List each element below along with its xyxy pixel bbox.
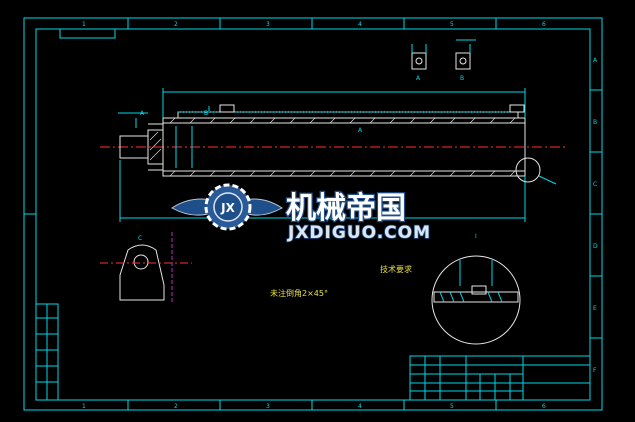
zone-label-bottom: 1 — [82, 403, 86, 410]
zone-label-right: A — [593, 57, 598, 64]
section-markers: A B A — [135, 106, 363, 134]
watermark-brand-cn: 机械帝国 — [286, 191, 406, 226]
tech-requirements-title: 技术要求 — [380, 264, 412, 274]
watermark-brand-en: JXDIGUO.COM — [287, 223, 431, 243]
zone-label-top: 5 — [450, 21, 454, 28]
zone-label-top: 2 — [174, 21, 178, 28]
zone-ticks-bottom — [127, 400, 497, 410]
detail-mark-label: I — [475, 233, 477, 240]
code-box — [59, 28, 116, 39]
detail-view-i: I — [431, 233, 521, 345]
zone-label-bottom: 6 — [542, 403, 546, 410]
section-b-label: B — [460, 75, 464, 82]
section-view-c: C — [100, 232, 192, 302]
left-side-strip — [35, 303, 59, 401]
section-hatching — [149, 117, 516, 177]
section-view-a: A — [411, 44, 427, 82]
zone-label-bottom: 5 — [450, 403, 454, 410]
zone-label-right: C — [593, 181, 597, 188]
section-c-label: C — [138, 235, 142, 242]
detail-circle-marker — [515, 157, 541, 183]
zone-label-top: 4 — [358, 21, 362, 28]
section-mark-center: A — [358, 127, 363, 134]
watermark-logo: JX — [171, 183, 283, 231]
section-mark-a: A — [140, 110, 145, 117]
zone-label-top: 3 — [266, 21, 270, 28]
zone-labels-top: 1 2 3 4 5 6 — [82, 21, 546, 28]
section-view-b: B — [455, 39, 476, 82]
zone-label-right: F — [593, 367, 597, 374]
zone-labels-bottom: 1 2 3 4 5 6 — [82, 403, 546, 410]
section-a-label: A — [416, 75, 421, 82]
chamfer-note: 未注倒角2×45° — [270, 288, 328, 298]
zone-ticks-top — [127, 18, 497, 29]
zone-label-top: 1 — [82, 21, 86, 28]
title-block — [409, 355, 591, 401]
zone-label-bottom: 2 — [174, 403, 178, 410]
zone-labels-right: A B C D E F — [593, 57, 598, 374]
zone-label-right: B — [593, 119, 597, 126]
badge-text: JX — [220, 201, 235, 215]
zone-label-bottom: 4 — [358, 403, 362, 410]
zone-label-right: E — [593, 305, 597, 312]
detail-leader — [538, 175, 557, 185]
cylinder-tube-view — [119, 104, 526, 177]
zone-label-top: 6 — [542, 21, 546, 28]
zone-label-right: D — [593, 243, 598, 250]
section-mark-b: B — [204, 110, 208, 117]
zone-label-bottom: 3 — [266, 403, 270, 410]
zone-ticks-right — [590, 89, 602, 339]
